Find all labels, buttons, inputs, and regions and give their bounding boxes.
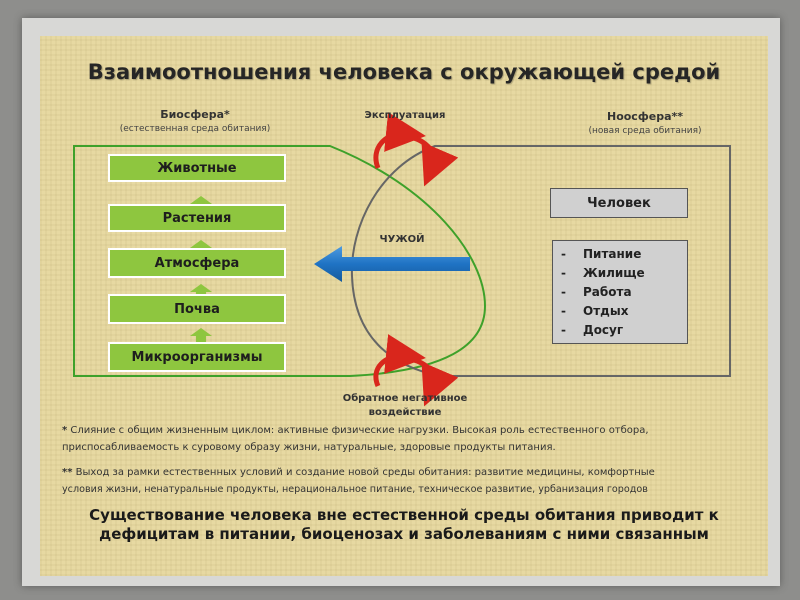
noosphere-subtitle: (новая среда обитания) [588,126,702,136]
needs-box: -Питание -Жилище -Работа -Отдых -Досуг [552,240,688,344]
level-soil: Почва [108,294,286,324]
negative-arrow-left [373,334,426,388]
biosphere-subtitle: (естественная среда обитания) [119,124,271,134]
need-item: -Питание [561,247,642,261]
diagram-graphics [73,112,731,407]
negative-arrow-right [405,355,459,407]
need-item: -Отдых [561,304,629,318]
blue-arrow [314,246,470,282]
hierarchy-arrows [190,196,212,342]
level-microorganisms: Микроорганизмы [108,342,286,372]
note-2: ** Выход за рамки естественных условий и… [62,467,655,495]
exploitation-arrow-left [373,112,426,169]
human-box: Человек [550,188,688,218]
need-item: -Жилище [561,266,645,280]
biosphere-title: Биосфера* [160,108,230,121]
note-1: * Слияние с общим жизненным циклом: акти… [62,425,649,453]
noosphere-title: Ноосфера** [606,110,684,123]
alien-label: ЧУЖОЙ [379,234,425,245]
need-item: -Работа [561,285,632,299]
level-plants: Растения [108,204,286,232]
page-title: Взаимоотношения человека с окружающей ср… [87,60,721,84]
slide: Взаимоотношения человека с окружающей ср… [40,36,768,576]
level-atmosphere: Атмосфера [108,248,286,278]
conclusion: Существование человека вне естественной … [89,506,719,543]
negative-impact-label: Обратное негативное воздействие [342,393,468,418]
level-animals: Животные [108,154,286,182]
exploitation-arrow-right [405,133,459,187]
need-item: -Досуг [561,323,624,337]
exploitation-label: Эксплуатация [364,110,446,121]
